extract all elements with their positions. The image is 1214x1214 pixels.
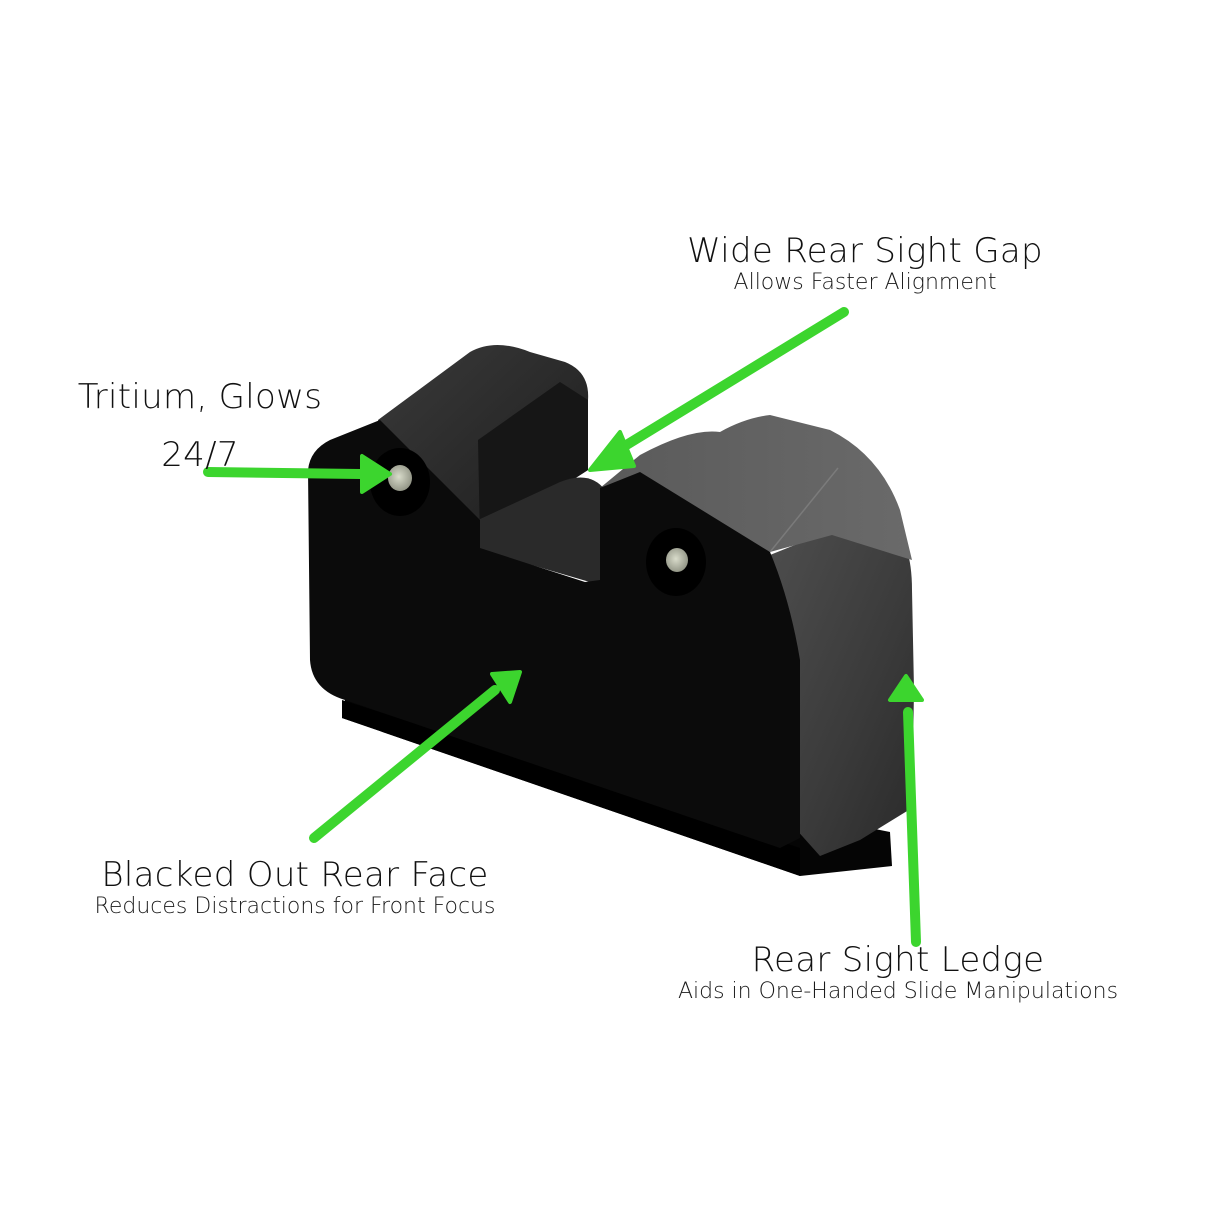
arrow-rear-sight-ledge bbox=[888, 674, 924, 947]
callout-subtitle: Aids in One-Handed Slide Manipulations bbox=[677, 979, 1119, 1004]
tritium-vial-left bbox=[370, 448, 430, 516]
callout-rear-sight-ledge: Rear Sight Ledge Aids in One-Handed Slid… bbox=[628, 941, 1168, 1005]
callout-blacked-out-rear-face: Blacked Out Rear Face Reduces Distractio… bbox=[40, 856, 550, 920]
callout-title: Blacked Out Rear Face bbox=[101, 855, 489, 895]
callout-wide-rear-sight-gap: Wide Rear Sight Gap Allows Faster Alignm… bbox=[660, 232, 1070, 296]
callout-title-line2: 24/7 bbox=[161, 435, 239, 475]
callout-subtitle: Allows Faster Alignment bbox=[733, 270, 997, 295]
right-block-side-face bbox=[600, 415, 914, 856]
arrow-blacked-out-rear-face bbox=[309, 670, 522, 843]
callout-subtitle: Reduces Distractions for Front Focus bbox=[94, 894, 496, 919]
callout-title: Tritium, Glows bbox=[77, 377, 323, 417]
blacked-out-rear-face bbox=[308, 420, 800, 848]
callout-tritium: Tritium, Glows 24/7 bbox=[55, 368, 345, 484]
arrow-tritium bbox=[203, 454, 392, 494]
arrow-wide-rear-sight-gap bbox=[588, 307, 849, 472]
tritium-vial-right bbox=[646, 528, 706, 596]
callout-title: Wide Rear Sight Gap bbox=[687, 231, 1043, 271]
callout-title: Rear Sight Ledge bbox=[751, 940, 1045, 980]
